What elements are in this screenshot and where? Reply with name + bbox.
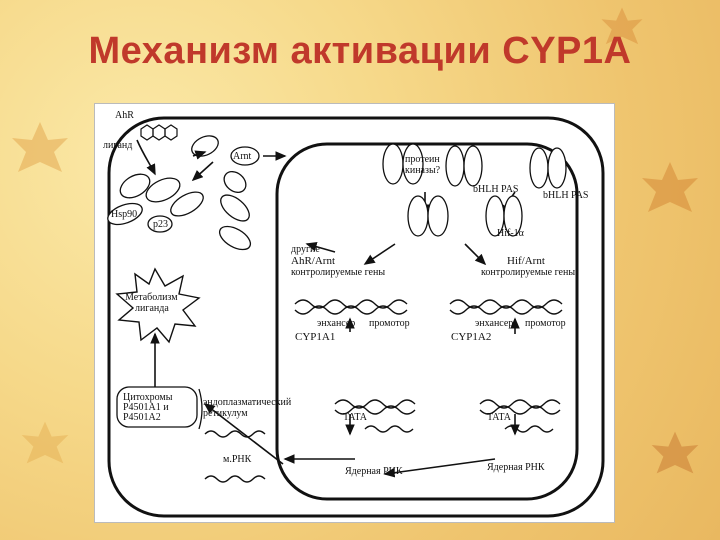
label-mrna: м.РНК — [223, 454, 252, 465]
nucleus-membrane — [275, 142, 579, 501]
label-cyp1a1: CYP1A1 — [295, 331, 336, 343]
label-cyp1a2: CYP1A2 — [451, 331, 492, 343]
label-hif-arnt: Hif/Arnt — [507, 255, 545, 267]
label-promoter-1: промотор — [369, 318, 410, 329]
label-cytochromes: Цитохромы — [123, 392, 173, 403]
label-tata-1: TATA — [343, 412, 367, 423]
leaf-decoration-5 — [601, 7, 643, 45]
label-enhancer-2: энхансер — [475, 318, 514, 329]
label-ahr-arnt: AhR/Arnt — [291, 255, 335, 267]
label-arnt: Arnt — [233, 151, 252, 162]
label-er: эндоплазматический — [203, 397, 292, 408]
label-other: другие — [291, 244, 320, 255]
label-ligand: лиганд — [103, 140, 133, 151]
label-hif-arnt-genes: контролируемые гены — [481, 267, 576, 278]
leaf-decoration-3 — [21, 421, 69, 464]
label-nuclear-rna-1: Ядерная РНК — [345, 466, 403, 477]
label-reticulum: ретикулум — [203, 408, 248, 419]
nuclear-proteins — [382, 143, 567, 237]
label-bhlh-pas-1: bHLH PAS — [473, 184, 519, 195]
activation-diagram: AhR лиганд Hsp90 p23 Arnt протеин киназы… — [94, 103, 615, 523]
label-p4501a1: P4501A1 и — [123, 402, 169, 413]
label-kinase: протеин киназы? — [405, 154, 441, 176]
label-p23: p23 — [153, 219, 168, 230]
leaf-decoration-1 — [12, 122, 68, 172]
slide-title: Механизм активации CYP1A — [88, 30, 632, 72]
label-hif1a: Hif-1α — [497, 228, 524, 239]
er-bracket — [198, 388, 203, 430]
cytochrome-box — [116, 386, 198, 428]
label-bhlh-pas-2: bHLH PAS — [543, 190, 589, 201]
label-metabolism: Метаболизм — [125, 292, 178, 303]
label-ahr-arnt-genes: контролируемые гены — [291, 267, 386, 278]
label-ligand-metab: лиганда — [135, 303, 169, 314]
label-p4501a2: P4501A2 — [123, 412, 161, 423]
label-ahr-top: AhR — [115, 110, 134, 121]
metabolism-burst — [115, 267, 201, 344]
leaf-decoration-2 — [642, 162, 698, 212]
dna-strands — [204, 299, 563, 483]
ligand-molecule — [140, 124, 178, 141]
label-nuclear-rna-2: Ядерная РНК — [487, 462, 545, 473]
label-tata-2: TATA — [487, 412, 511, 423]
cell-membrane — [107, 116, 605, 518]
label-promoter-2: промотор — [525, 318, 566, 329]
leaf-decoration-4 — [651, 431, 699, 474]
label-enhancer-1: энхансер — [317, 318, 356, 329]
label-hsp90: Hsp90 — [111, 209, 138, 220]
pathway-arrows — [136, 139, 520, 478]
diagram-artwork — [107, 116, 605, 518]
ahr-complex — [107, 135, 260, 251]
